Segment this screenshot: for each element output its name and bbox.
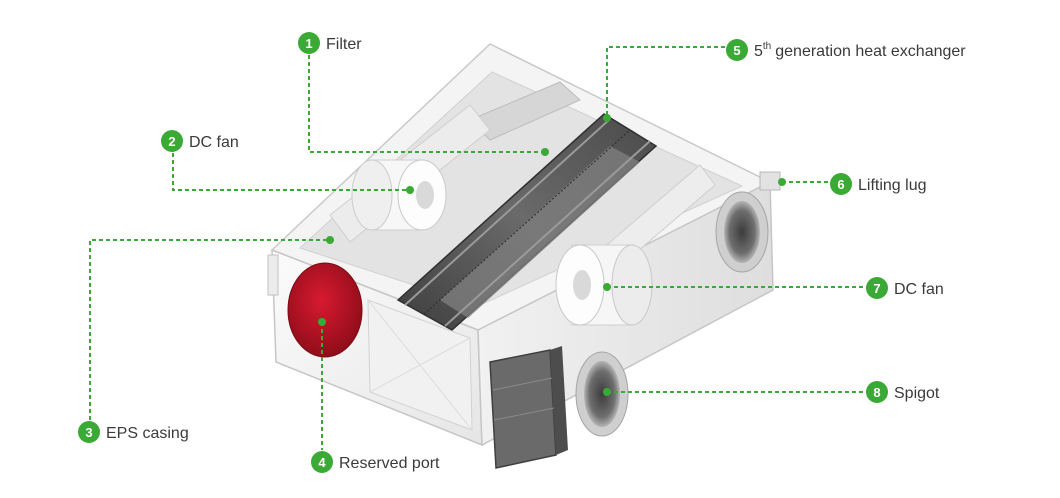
callout-number-6: 6	[837, 177, 844, 192]
callout-label-lifting-lug: Lifting lug	[858, 177, 927, 194]
left-fan-hub	[416, 181, 434, 209]
reserved-port	[287, 262, 363, 358]
heat-exchanger-label-prefix: 5	[754, 43, 763, 60]
ventilation-unit-body	[267, 43, 781, 469]
leader-5	[606, 46, 725, 118]
panel-diagonal-b	[369, 337, 471, 393]
leader-dot-2	[406, 186, 414, 194]
heat-exchanger-label-rest: generation heat exchanger	[775, 43, 966, 60]
callout-number-7: 7	[873, 281, 880, 296]
callout-3: 3 EPS casing	[78, 421, 189, 443]
callout-badge-2	[161, 130, 183, 152]
callout-4: 4 Reserved port	[311, 451, 440, 473]
side-lug	[267, 254, 279, 296]
module-rib-1	[492, 377, 553, 391]
callout-badge-3	[78, 421, 100, 443]
leader-dot-6	[778, 178, 786, 186]
core-panel	[440, 146, 640, 318]
right-dc-fan	[555, 244, 653, 326]
callout-badge-8	[866, 381, 888, 403]
callout-number-5: 5	[733, 43, 740, 58]
lifting-lug	[759, 171, 781, 191]
control-module-side	[550, 346, 568, 455]
callout-1: 1 Filter	[298, 32, 362, 54]
left-dc-fan	[351, 159, 447, 231]
right-fan-back	[611, 244, 653, 326]
control-module	[489, 349, 557, 469]
callout-number-4: 4	[318, 455, 326, 470]
leader-dot-5	[603, 114, 611, 122]
leader-dot-8	[603, 388, 611, 396]
callout-badge-7	[866, 277, 888, 299]
callout-label-dc-fan-left: DC fan	[189, 134, 239, 151]
callout-badge-1	[298, 32, 320, 54]
leader-dot-3	[326, 236, 334, 244]
callout-badge-4	[311, 451, 333, 473]
upper-spigot-opening	[724, 201, 760, 263]
lower-spigot	[575, 351, 629, 437]
leader-2	[172, 153, 410, 191]
core-edge-left	[404, 118, 611, 306]
callout-label-eps-casing: EPS casing	[106, 425, 189, 442]
leader-end-dots	[318, 114, 786, 396]
callout-label-dc-fan-right: DC fan	[894, 281, 944, 298]
lower-spigot-opening	[584, 361, 620, 427]
module-rib-2	[493, 407, 555, 421]
callout-label-spigot: Spigot	[894, 385, 940, 402]
callout-badge-6	[830, 173, 852, 195]
leader-dot-4	[318, 318, 326, 326]
leader-3	[89, 239, 330, 420]
heat-exchanger-core	[396, 113, 658, 331]
callout-badge-5	[726, 39, 748, 61]
leader-dot-1	[541, 148, 549, 156]
callout-label-reserved-port: Reserved port	[339, 455, 440, 472]
callout-label-heat-exchanger: 5th generation heat exchanger	[754, 41, 966, 60]
upper-spigot	[715, 191, 769, 273]
heat-exchanger-label-sup: th	[763, 41, 771, 52]
right-fan-hub	[573, 270, 591, 300]
callout-number-1: 1	[305, 36, 312, 51]
leader-dot-7	[603, 283, 611, 291]
core-edge-right	[444, 140, 651, 327]
leader-lines	[89, 46, 865, 450]
callout-label-filter: Filter	[326, 36, 362, 53]
leader-1	[308, 55, 545, 153]
callout-number-8: 8	[873, 385, 880, 400]
callout-2: 2 DC fan	[161, 130, 239, 152]
callout-8: 8 Spigot	[866, 381, 940, 403]
callout-number-2: 2	[168, 134, 175, 149]
left-fan-back	[351, 159, 393, 231]
callout-7: 7 DC fan	[866, 277, 944, 299]
callout-6: 6 Lifting lug	[830, 173, 927, 195]
callout-number-3: 3	[85, 425, 92, 440]
